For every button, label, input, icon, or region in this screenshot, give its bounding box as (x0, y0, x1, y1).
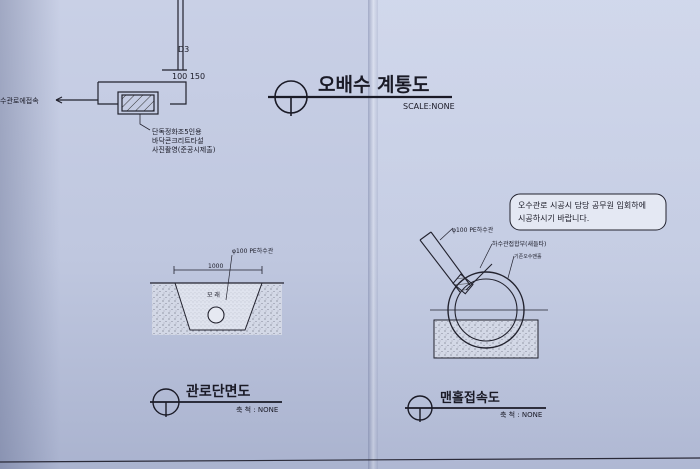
manhole-title-block (405, 395, 546, 422)
manhole-base (433, 319, 539, 359)
pipe-section-diagram (150, 254, 284, 335)
septic-note-line3: 사진촬영(준공시제출) (152, 145, 216, 154)
section-scale: 축 척 : NONE (236, 405, 278, 414)
note-line1: 오수관로 시공시 담당 공무원 입회하에 (518, 200, 646, 210)
septic-note-line1: 단독정화조5인용 (152, 127, 202, 136)
manhole-leader (507, 255, 515, 279)
saddle-fitting (452, 273, 474, 295)
note-line2: 시공하시기 바랍니다. (518, 213, 589, 223)
section-fill-label: 모 래 (207, 291, 220, 299)
pipe-label-d3: D3 (178, 45, 189, 54)
connection-note: 수관로에접속 (0, 96, 39, 105)
pipe-cross-section (207, 306, 225, 324)
manhole-connection-diagram (419, 227, 548, 359)
septic-tank-box (117, 91, 159, 115)
manhole-pipe-leader (439, 227, 454, 241)
manhole-inner-ring (454, 278, 518, 342)
pipe-route-left (97, 82, 118, 105)
manhole-label: 기존오수맨홀 (514, 253, 542, 260)
fitting-label: 하수관접합부(새들타) (492, 240, 546, 248)
manhole-pipe-label: φ100 PE하수관 (452, 226, 494, 234)
section-width-dim: 1000 (208, 263, 223, 270)
fitting-branch (465, 263, 493, 291)
manhole-outer-ring (447, 271, 525, 349)
section-pipe-label: φ100 PE하수관 (232, 247, 274, 255)
sheet-border-bottom (0, 457, 700, 463)
main-scale: SCALE:NONE (403, 102, 455, 111)
manhole-scale: 축 척 : NONE (500, 410, 542, 419)
width-dimension-line (173, 266, 263, 274)
manhole-title: 맨홀접속도 (440, 390, 500, 406)
outflow-arrow-icon (55, 96, 63, 104)
note-box (509, 193, 667, 231)
note-callout (509, 193, 667, 231)
pipe-dims-label: 100 150 (172, 72, 205, 81)
section-leader-line (225, 254, 233, 301)
section-title: 관로단면도 (186, 383, 251, 400)
main-title: 오배수 계통도 (318, 74, 430, 96)
page-fold (368, 0, 378, 469)
pipe-route-upper (98, 81, 187, 105)
septic-leader-line (139, 114, 151, 131)
section-title-block (150, 388, 282, 417)
septic-tank-hatch (121, 94, 155, 112)
main-title-block (268, 80, 452, 116)
fitting-leader (479, 243, 493, 269)
inflow-pipe-end (419, 231, 432, 241)
piping-system-diagram (55, 0, 187, 131)
septic-note-line2: 바닥콘크리트타설 (152, 136, 204, 145)
